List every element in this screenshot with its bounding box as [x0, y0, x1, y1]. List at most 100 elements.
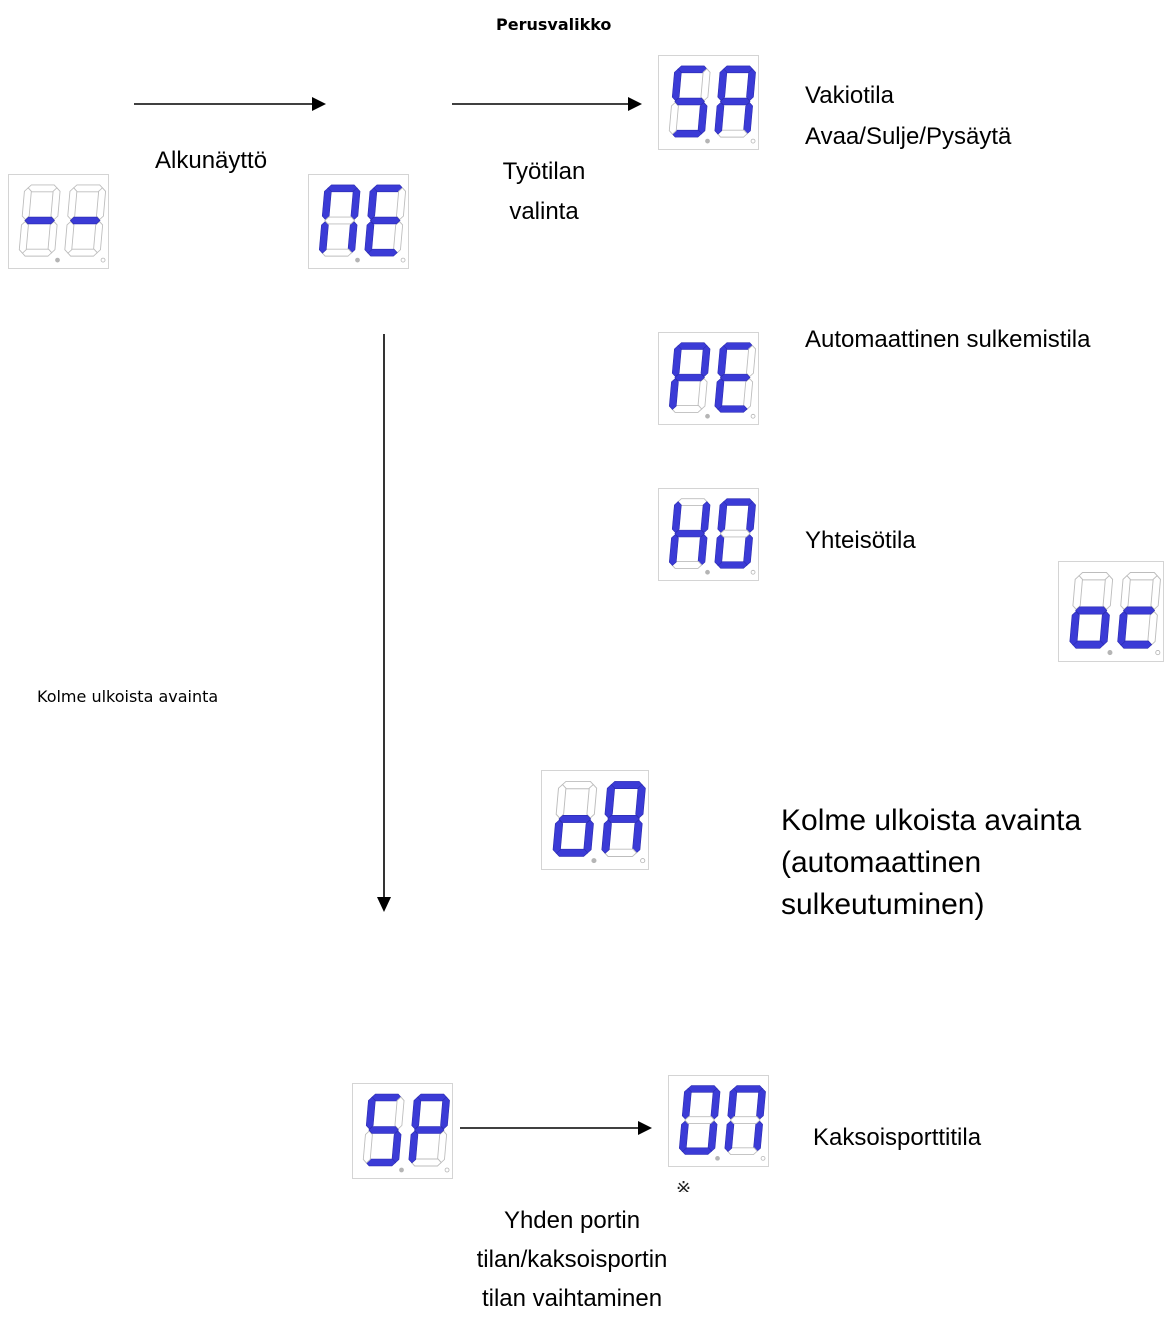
segment-f-on [671, 68, 682, 101]
segment-g-on [24, 216, 55, 225]
segment-a-on [327, 184, 358, 193]
segment-e-on [601, 819, 612, 854]
community-label: Yhteisötila [805, 527, 916, 554]
segment-e-on [714, 378, 725, 410]
segment-b-on [635, 784, 646, 819]
segment-c-off [437, 1130, 448, 1164]
segment-c-on [753, 1120, 763, 1153]
decimal-dot-1 [591, 858, 597, 864]
note-mark: ※ [676, 1178, 700, 1192]
three-keys-label: Kolme ulkoista avainta (automaattinen su… [781, 800, 1081, 926]
segment-g-on [607, 814, 640, 823]
arrowhead [377, 897, 391, 912]
segment-g-on [719, 373, 751, 382]
segment-g-on [674, 529, 705, 538]
segment-g-on [413, 1126, 445, 1134]
segment-a-on [722, 65, 754, 74]
segment-b-off [700, 68, 711, 102]
segment-f-off [21, 187, 32, 221]
port-switch-label: Yhden portin tilan/kaksoisportin tilan v… [442, 1201, 702, 1318]
segment-a-on [610, 781, 643, 790]
segment-c-off [393, 220, 404, 254]
segment-f-off [67, 187, 78, 221]
decimal-dot-1 [705, 569, 710, 575]
segment-g-off [684, 1116, 716, 1124]
display-single-port [352, 1083, 453, 1179]
segment-g-on [1123, 606, 1156, 615]
digit-1 [668, 65, 711, 138]
three-keys-small-label: Kolme ulkoista avainta [37, 687, 219, 706]
segment-b-on [350, 187, 361, 220]
decimal-dot-1 [705, 138, 710, 144]
segment-g-on [674, 373, 705, 382]
initial-screen-label: Alkunäyttö [155, 147, 268, 174]
segment-b-off [394, 1096, 405, 1130]
segment-a-on [732, 1085, 764, 1093]
display-initial [8, 174, 109, 269]
port-switch-label-line3: tilan vaihtaminen [481, 1285, 663, 1312]
segment-f-on [411, 1096, 422, 1130]
segment-b-off [1102, 575, 1114, 611]
display-three-keys [541, 770, 649, 870]
segment-d-on [367, 248, 398, 257]
work-mode-label-line1: Työtilan [502, 158, 586, 185]
digit-2 [64, 184, 107, 257]
segment-c-on [583, 819, 594, 854]
segment-g-on [719, 97, 751, 106]
digit-2 [714, 65, 756, 138]
digit-2 [364, 184, 407, 257]
standard-mode-label: Vakiotila Avaa/Sulje/Pysäytä [805, 75, 1011, 157]
segment-f-off [1072, 575, 1083, 611]
segment-c-on [743, 534, 753, 566]
segment-b-off [1150, 575, 1161, 611]
three-keys-label-line1: Kolme ulkoista avainta [781, 804, 1082, 837]
decimal-dot-1 [1107, 650, 1113, 656]
segment-b-off [96, 187, 107, 221]
display-community [658, 488, 759, 581]
auto-close-label: Automaattinen sulkemistila [805, 326, 1091, 353]
segment-d-on [681, 1147, 713, 1155]
segment-b-off [396, 187, 407, 221]
digit-1 [552, 780, 598, 857]
segment-d-off [726, 1147, 758, 1155]
segment-e-on [364, 221, 375, 254]
segment-d-on [555, 848, 589, 857]
segment-f-on [367, 187, 378, 220]
segment-b-off [50, 187, 61, 221]
arrow-single-to-double-port [460, 1121, 652, 1135]
digit-1 [668, 498, 711, 569]
decimal-dot-1 [715, 1156, 720, 1161]
decimal-dot-2 [750, 138, 756, 144]
arrow-initial-to-work-mode [134, 97, 326, 111]
segment-d-on [717, 405, 748, 413]
decimal-dot-2 [750, 413, 756, 419]
segment-d-off [410, 1158, 442, 1167]
display-standard [658, 55, 759, 150]
segment-c-off [743, 377, 754, 411]
segment-e-on [1117, 611, 1128, 646]
segment-f-on [365, 1096, 376, 1130]
seven-segment-svg [18, 184, 107, 263]
segment-e-off [668, 101, 679, 135]
port-switch-label-line1: Yhden portin [503, 1207, 641, 1234]
segment-f-on [671, 501, 682, 533]
segment-f-on [681, 1088, 692, 1120]
seven-segment-svg [1069, 572, 1161, 656]
segment-g-on [368, 1126, 399, 1134]
segment-g-on [558, 814, 592, 823]
digit-1 [362, 1093, 405, 1167]
digit-1 [668, 342, 711, 413]
segment-b-on [756, 1088, 766, 1120]
segment-g-on [1075, 606, 1108, 615]
decimal-dot-1 [705, 413, 710, 419]
segment-f-on [727, 1088, 738, 1120]
segment-e-on [408, 1130, 419, 1164]
work-mode-label: Työtilan valinta [474, 152, 614, 232]
segment-c-on [743, 102, 753, 135]
segment-b-off [586, 783, 598, 819]
segment-e-on [714, 534, 725, 566]
segment-c-on [347, 221, 358, 254]
standard-mode-label-line1: Vakiotila [805, 82, 894, 109]
segment-c-on [391, 1130, 402, 1164]
segment-f-on [604, 784, 615, 819]
